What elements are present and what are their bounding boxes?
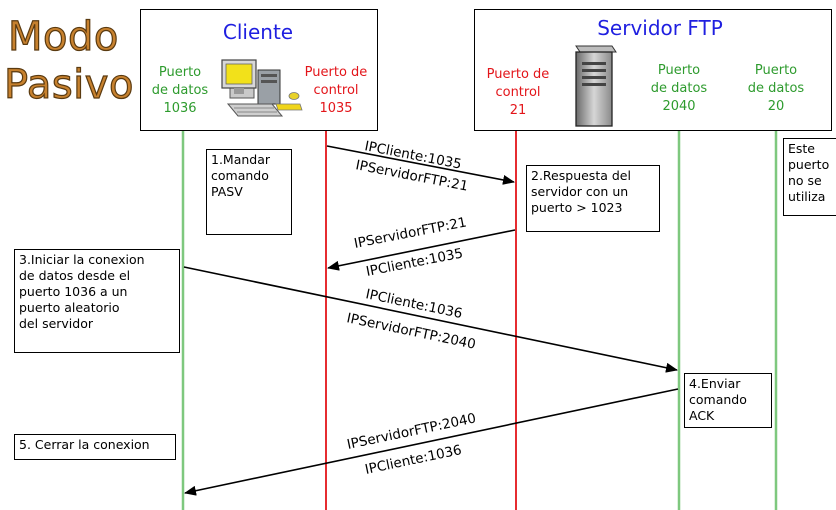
server-title: Servidor FTP: [597, 16, 723, 40]
arrow-4-dest-label: IPCliente:1036: [364, 442, 464, 478]
arrow-3-open-data: [183, 266, 678, 373]
server-box: [474, 9, 832, 131]
arrow-2-source-label: IPServidorFTP:21: [353, 214, 468, 252]
title-line-1: Modo: [7, 13, 119, 60]
title-line-2: Pasivo: [3, 61, 134, 108]
note-step-4: 4.Enviar comando ACK: [684, 373, 772, 428]
server-data-port-2040-label: Puerto de datos 2040: [650, 63, 708, 114]
client-data-port-label: Puerto de datos 1036: [151, 65, 209, 116]
arrow-2-response: [327, 229, 516, 271]
client-control-port-label: Puerto de control 1035: [304, 65, 368, 116]
server-tower-icon: [575, 45, 617, 127]
note-step-3: 3.Iniciar la conexion de datos desde el …: [14, 249, 180, 353]
arrow-4-ack: [184, 388, 679, 496]
note-unused-port: Este puerto no se utiliza: [783, 138, 836, 216]
desktop-computer-icon: [221, 59, 303, 117]
note-step-1: 1.Mandar comando PASV: [206, 149, 292, 235]
arrow-1-pasv: [326, 145, 515, 185]
client-title: Cliente: [222, 20, 294, 44]
note-step-5: 5. Cerrar la conexion: [14, 434, 176, 460]
server-data-port-20-label: Puerto de datos 20: [747, 63, 805, 114]
note-step-2: 2.Respuesta del servidor con un puerto >…: [526, 165, 660, 232]
server-control-port-label: Puerto de control 21: [486, 67, 550, 118]
